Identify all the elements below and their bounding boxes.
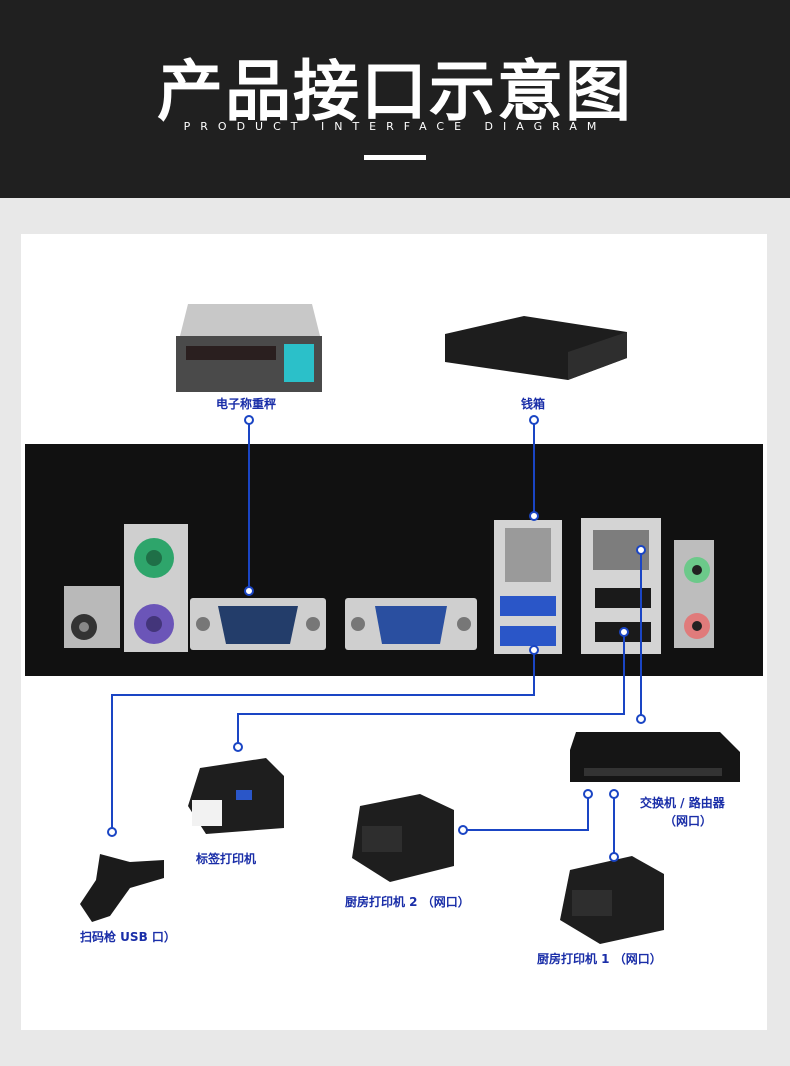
kitchen-printer-1-device bbox=[560, 856, 664, 944]
kitchen-printer-1-label: 厨房打印机 1 （网口） bbox=[537, 952, 662, 966]
switch-label-port: （网口） bbox=[664, 814, 713, 828]
kitchen-printer-2-label: 厨房打印机 2 （网口） bbox=[345, 895, 470, 909]
rj11-usb-stack bbox=[494, 520, 562, 654]
connection-nodes bbox=[107, 415, 646, 862]
cash-drawer-port bbox=[505, 528, 551, 582]
scale-device bbox=[176, 304, 322, 392]
scanner-usb-line bbox=[111, 650, 535, 832]
usb3-port-top bbox=[500, 596, 556, 616]
audio-jacks bbox=[674, 540, 714, 648]
usb-port-top bbox=[595, 588, 651, 608]
header-banner: 产品接口示意图 PRODUCT INTERFACE DIAGRAM bbox=[0, 0, 790, 198]
dc-power-port bbox=[64, 586, 120, 648]
serial-port bbox=[190, 598, 326, 650]
page-subtitle: PRODUCT INTERFACE DIAGRAM bbox=[183, 120, 607, 133]
switch-label: 交换机 / 路由器 bbox=[640, 796, 725, 810]
label-printer-device bbox=[188, 758, 284, 834]
switch-to-kitchen-2-line bbox=[463, 794, 589, 831]
cash-drawer-device bbox=[445, 316, 627, 380]
scale-label: 电子称重秤 bbox=[216, 397, 277, 411]
cash-drawer-label: 钱箱 bbox=[521, 397, 546, 411]
scanner-label: 扫码枪 USB 口） bbox=[80, 930, 176, 944]
label-printer-label: 标签打印机 bbox=[196, 852, 257, 866]
usb3-port-bottom bbox=[500, 626, 556, 646]
network-switch-device bbox=[570, 732, 740, 782]
label-printer-usb-line bbox=[237, 632, 625, 747]
connection-lines bbox=[111, 420, 642, 857]
ps2-ports bbox=[124, 524, 188, 652]
scanner-device bbox=[80, 854, 164, 922]
kitchen-printer-2-device bbox=[352, 794, 454, 882]
page-title: 产品接口示意图 bbox=[157, 53, 633, 130]
title-underline bbox=[364, 155, 426, 160]
vga-port bbox=[345, 598, 477, 650]
